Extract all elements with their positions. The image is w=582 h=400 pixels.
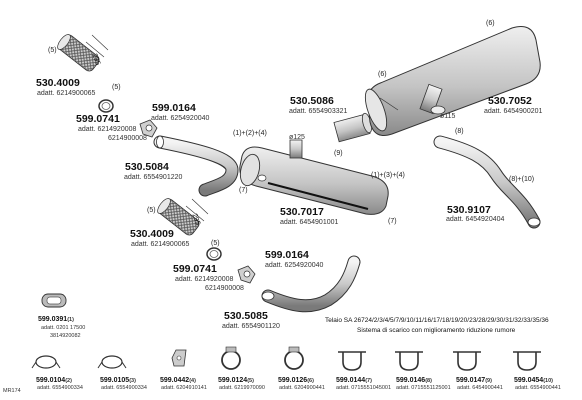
index-530-7052-top: (6) bbox=[486, 20, 495, 27]
bent-pipe-530-5085 bbox=[261, 255, 361, 313]
bottom-part-4: 599.0126(6) bbox=[278, 377, 314, 384]
ref-530-7017-left: (1)+(2)+(4) bbox=[233, 130, 267, 137]
index-530-5086: (9) bbox=[334, 150, 343, 157]
bottom-adatt-8: adatt. 6554900441 bbox=[515, 385, 561, 391]
bottom-part-8: 599.0454(10) bbox=[514, 377, 553, 384]
adatt-599-0164-top: adatt. 6254920040 bbox=[151, 115, 210, 122]
tube-530-5086 bbox=[333, 112, 373, 143]
adatt-599-0741-top-1: adatt. 6214920008 bbox=[78, 126, 137, 133]
footer-code: MR174 bbox=[3, 388, 21, 394]
band-clamp-icon-0124 bbox=[221, 346, 241, 370]
adatt-599-0741-top-2: 6214900008 bbox=[108, 135, 147, 142]
index-530-9107: (8) bbox=[455, 128, 464, 135]
bracket-bottom bbox=[237, 265, 256, 284]
bottom-part-6: 599.0146(8) bbox=[396, 377, 432, 384]
hardware-icons bbox=[31, 346, 541, 371]
dim-125: ø125 bbox=[289, 134, 305, 141]
bottom-part-7: 599.0147(9) bbox=[456, 377, 492, 384]
gasket-599-0391 bbox=[41, 293, 67, 308]
adatt-530-4009-bottom: adatt. 6214900065 bbox=[131, 241, 190, 248]
clamp-icon-0104 bbox=[31, 355, 61, 369]
part-number-530-7017: 530.7017 bbox=[280, 206, 324, 218]
band-clamp-icon-0126 bbox=[284, 346, 304, 370]
part-number-599-0741-top: 599.0741 bbox=[76, 113, 120, 125]
bottom-adatt-1: adatt. 6554900334 bbox=[101, 385, 147, 391]
flex-pipe-bottom bbox=[157, 198, 209, 236]
bottom-part-1: 599.0105(3) bbox=[100, 377, 136, 384]
bottom-adatt-2: adatt. 6204910141 bbox=[161, 385, 207, 391]
pipe-530-9107 bbox=[433, 135, 541, 229]
clamp-5-bottom bbox=[206, 247, 222, 261]
adatt-530-7017: adatt. 6454901001 bbox=[280, 219, 339, 226]
adatt-599-0391-1: adatt. 0201 17500 bbox=[41, 325, 86, 331]
part-number-530-5085: 530.5085 bbox=[224, 310, 268, 322]
u-clamp-icon-0147 bbox=[453, 351, 481, 371]
bottom-adatt-6: adatt. 0715551125001 bbox=[396, 385, 451, 391]
index-530-5084: (7) bbox=[239, 187, 248, 194]
clamp-5-top bbox=[98, 99, 114, 113]
bottom-adatt-0: adatt. 6554900334 bbox=[37, 385, 83, 391]
part-number-530-5084: 530.5084 bbox=[125, 161, 169, 173]
clamp-icon-0105 bbox=[97, 355, 127, 369]
bracket-top bbox=[139, 119, 158, 138]
adatt-599-0741-bottom-1: adatt. 6214920008 bbox=[175, 276, 234, 283]
bottom-part-3: 599.0124(5) bbox=[218, 377, 254, 384]
adatt-530-9107: adatt. 6454920404 bbox=[446, 216, 505, 223]
part-number-530-4009-bottom: 530.4009 bbox=[130, 228, 174, 240]
bottom-part-0: 599.0104(2) bbox=[36, 377, 72, 384]
index-530-7052-left: (6) bbox=[378, 71, 387, 78]
ref-530-9107: (8)+(10) bbox=[509, 176, 535, 183]
u-clamp-icon-0146 bbox=[395, 351, 423, 371]
bracket-icon-0442 bbox=[171, 349, 187, 367]
index-599-0741-top: (5) bbox=[112, 84, 121, 91]
part-number-530-9107: 530.9107 bbox=[447, 204, 491, 216]
bottom-adatt-7: adatt. 6454900441 bbox=[457, 385, 503, 391]
adatt-530-5084: adatt. 6554901220 bbox=[124, 174, 183, 181]
muffler-530-7052 bbox=[364, 26, 541, 136]
adatt-530-5086: adatt. 6554903321 bbox=[289, 108, 348, 115]
frame-note-line2: Sistema di scarico con miglioramento rid… bbox=[357, 327, 516, 334]
adatt-599-0741-bottom-2: 6214900008 bbox=[205, 285, 244, 292]
adatt-599-0391-2: 3814920082 bbox=[50, 333, 81, 339]
u-clamp-icon-0454 bbox=[513, 351, 541, 371]
adatt-599-0164-bottom: adatt. 6254920040 bbox=[265, 262, 324, 269]
part-number-530-5086: 530.5086 bbox=[290, 95, 334, 107]
part-number-599-0391: 599.0391(1) bbox=[38, 316, 74, 323]
bottom-adatt-3: adatt. 6219970090 bbox=[219, 385, 265, 391]
part-number-530-7052: 530.7052 bbox=[488, 95, 532, 107]
adatt-530-7052: adatt. 6454900201 bbox=[484, 108, 543, 115]
bottom-adatt-4: adatt. 6204900441 bbox=[279, 385, 325, 391]
dim-115: ø115 bbox=[440, 113, 456, 120]
flex-pipe-top bbox=[57, 34, 109, 72]
part-number-599-0164-top: 599.0164 bbox=[152, 102, 196, 114]
bent-pipe-530-5084 bbox=[153, 135, 239, 197]
frame-note-line1: Telaio SA 26724/2/3/4/5/7/9/10/11/16/17/… bbox=[325, 317, 549, 324]
adatt-530-5085: adatt. 6554901120 bbox=[222, 323, 280, 330]
index-530-4009-bottom: (5) bbox=[147, 207, 156, 214]
index-530-4009-top: (5) bbox=[48, 47, 57, 54]
part-number-599-0164-bottom: 599.0164 bbox=[265, 249, 309, 261]
part-number-599-0741-bottom: 599.0741 bbox=[173, 263, 217, 275]
index-530-7017: (7) bbox=[388, 218, 397, 225]
bottom-part-2: 599.0442(4) bbox=[160, 377, 196, 384]
ref-530-7017-right: (1)+(3)+(4) bbox=[371, 172, 405, 179]
bottom-adatt-5: adatt. 0715551045001 bbox=[336, 385, 392, 391]
silencer-530-7017 bbox=[239, 139, 389, 215]
u-clamp-icon-0144 bbox=[338, 351, 366, 371]
bottom-part-5: 599.0144(7) bbox=[336, 377, 372, 384]
part-number-530-4009-top: 530.4009 bbox=[36, 77, 80, 89]
adatt-530-4009-top: adatt. 6214900065 bbox=[37, 90, 96, 97]
index-599-0741-bottom: (5) bbox=[211, 240, 220, 247]
